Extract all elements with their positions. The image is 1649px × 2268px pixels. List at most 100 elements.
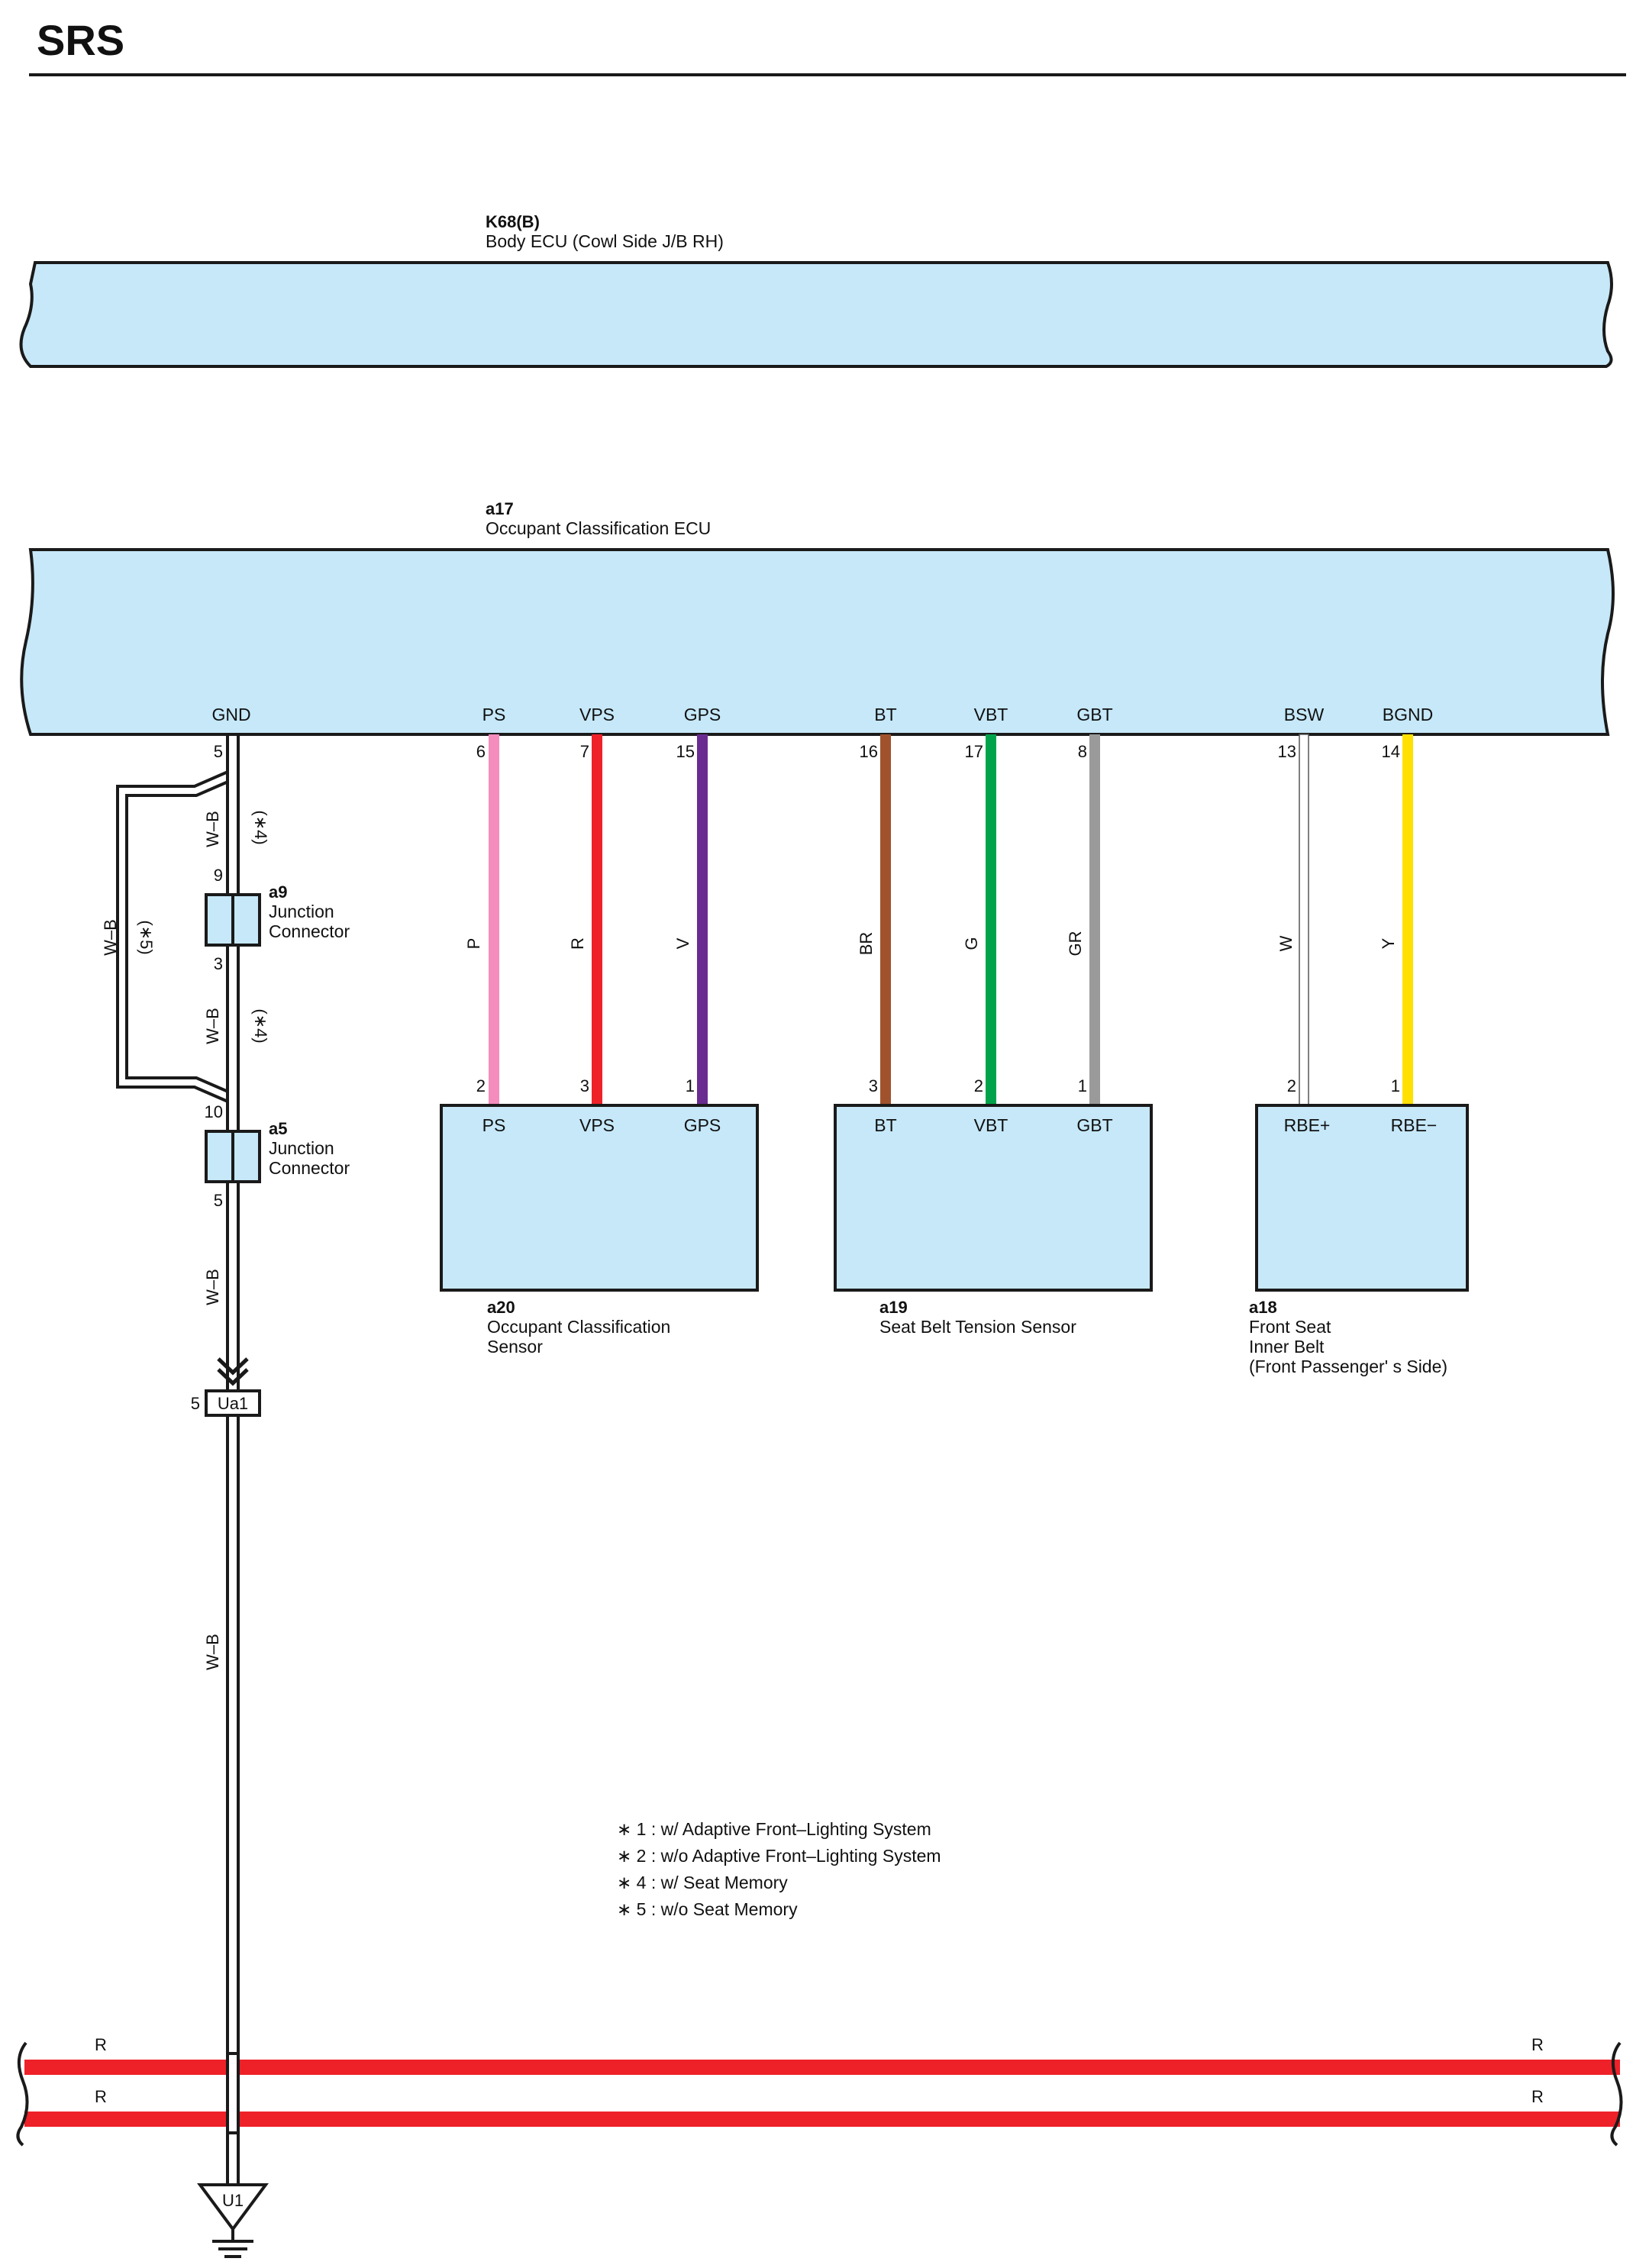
ua1-pin: 5 (191, 1394, 200, 1413)
a20-terminal-gps: GPS (684, 1115, 721, 1135)
a18-terminal-rbe-plus: RBE+ (1284, 1115, 1331, 1135)
a20-pin-vps: 3 (580, 1076, 589, 1095)
bus-2-label-right: R (1531, 2087, 1544, 2106)
ua1-chevron-icon (217, 1357, 249, 1386)
a5-pin-top: 10 (205, 1102, 223, 1121)
note-line-3: ∗ 4 : w/ Seat Memory (617, 1873, 788, 1892)
red-bus-lines (16, 2041, 1623, 2147)
wire-label-gr: GR (1066, 931, 1085, 957)
a9-pin-top: 9 (214, 866, 223, 885)
wire-label-g: G (962, 937, 981, 950)
wire-gps (697, 734, 708, 1107)
bus-break-right (1610, 2041, 1623, 2147)
a17-terminal-vps: VPS (579, 705, 615, 724)
a17-terminal-bgnd: BGND (1383, 705, 1433, 724)
a18-name-line3: (Front Passenger' s Side) (1249, 1357, 1447, 1376)
ua1-connector-box (205, 1389, 261, 1417)
front-seat-inner-belt-box (1255, 1104, 1469, 1292)
a9-pin-bottom: 3 (214, 954, 223, 973)
wire-label-wb-mid: W–B (203, 1008, 222, 1044)
a19-name: Seat Belt Tension Sensor (879, 1317, 1076, 1337)
a18-code: a18 (1249, 1298, 1277, 1317)
wire-bt (880, 734, 891, 1107)
red-bus-1 (24, 2060, 1620, 2075)
a17-pin-bt: 16 (860, 742, 878, 761)
a17-pin-vps: 7 (580, 742, 589, 761)
a20-terminal-vps: VPS (579, 1115, 615, 1135)
sensor-wires (489, 734, 1413, 1108)
a20-pin-gps: 1 (686, 1076, 695, 1095)
gnd-wire-over-bus (226, 2052, 240, 2134)
a20-pin-ps: 2 (476, 1076, 486, 1095)
a17-terminal-vbt: VBT (974, 705, 1008, 724)
u1-ground-triangle (197, 2183, 269, 2232)
wire-label-wb-top: W–B (203, 811, 222, 847)
a5-line1: Junction (269, 1138, 334, 1158)
a17-pin-gbt: 8 (1078, 742, 1087, 761)
red-bus-2 (24, 2112, 1620, 2127)
page-title: SRS (37, 16, 124, 64)
a9-line2: Connector (269, 921, 350, 941)
bus-break-left (16, 2041, 29, 2147)
a18-pin-rbe-minus: 1 (1391, 1076, 1400, 1095)
a5-code: a5 (269, 1119, 287, 1138)
a18-pin-rbe-plus: 2 (1287, 1076, 1296, 1095)
a17-pin-bgnd: 14 (1382, 742, 1400, 761)
note-4-top: (∗4) (251, 810, 270, 844)
occupant-classification-ecu-box (20, 548, 1615, 736)
a17-pin-gps: 15 (676, 742, 695, 761)
wire-vbt (986, 734, 996, 1107)
wire-bgnd (1402, 734, 1413, 1107)
a17-terminal-gnd: GND (211, 705, 250, 724)
a9-line1: Junction (269, 902, 334, 921)
wire-label-wb-bypass: W–B (101, 919, 120, 956)
bus-2-label-left: R (95, 2087, 107, 2106)
a19-terminal-gbt: GBT (1076, 1115, 1112, 1135)
a17-name: Occupant Classification ECU (486, 518, 711, 538)
wire-ps (489, 734, 499, 1107)
occupant-classification-sensor-box (440, 1104, 759, 1292)
gnd-wire-trunk (226, 733, 240, 2186)
bus-1-label-left: R (95, 2035, 107, 2054)
a17-pin-bsw: 13 (1278, 742, 1296, 761)
note-line-4: ∗ 5 : w/o Seat Memory (617, 1899, 798, 1919)
a19-terminal-vbt: VBT (974, 1115, 1008, 1135)
a19-code: a19 (879, 1298, 908, 1317)
note-4-mid: (∗4) (251, 1008, 270, 1043)
a5-pin-bottom: 5 (214, 1191, 223, 1210)
a17-pin-vbt: 17 (965, 742, 983, 761)
ua1-code: Ua1 (218, 1394, 248, 1413)
a17-pin-ps: 6 (476, 742, 486, 761)
wire-bsw (1299, 734, 1309, 1108)
a17-terminal-bsw: BSW (1284, 705, 1325, 724)
a20-terminal-ps: PS (482, 1115, 506, 1135)
wire-label-wb-low: W–B (203, 1269, 222, 1305)
bus-1-label-right: R (1531, 2035, 1544, 2054)
body-ecu-box (19, 261, 1613, 368)
a17-code: a17 (486, 499, 514, 518)
a18-name-line2: Inner Belt (1249, 1337, 1325, 1357)
seat-belt-tension-sensor-box (834, 1104, 1153, 1292)
a5-line2: Connector (269, 1158, 350, 1178)
bypass-loop-core (119, 773, 232, 1101)
a17-terminal-ps: PS (482, 705, 506, 724)
a17-pin-gnd: 5 (214, 742, 223, 761)
wire-label-y: Y (1379, 937, 1398, 949)
k68-name: Body ECU (Cowl Side J/B RH) (486, 231, 724, 251)
a18-name-line1: Front Seat (1249, 1317, 1331, 1337)
wire-label-r: R (568, 937, 587, 950)
wire-label-p: P (464, 938, 483, 950)
a19-terminal-bt: BT (874, 1115, 896, 1135)
a9-code: a9 (269, 882, 287, 902)
a18-terminal-rbe-minus: RBE− (1391, 1115, 1438, 1135)
note-line-1: ∗ 1 : w/ Adaptive Front–Lighting System (617, 1819, 931, 1839)
wire-label-wb-bottom: W–B (203, 1634, 222, 1670)
a17-terminal-gbt: GBT (1076, 705, 1112, 724)
wire-label-br: BR (857, 932, 876, 956)
note-line-2: ∗ 2 : w/o Adaptive Front–Lighting System (617, 1846, 941, 1866)
a17-terminal-gps: GPS (684, 705, 721, 724)
wire-gbt (1089, 734, 1100, 1107)
k68-code: K68(B) (486, 212, 540, 231)
a19-pin-bt: 3 (869, 1076, 878, 1095)
